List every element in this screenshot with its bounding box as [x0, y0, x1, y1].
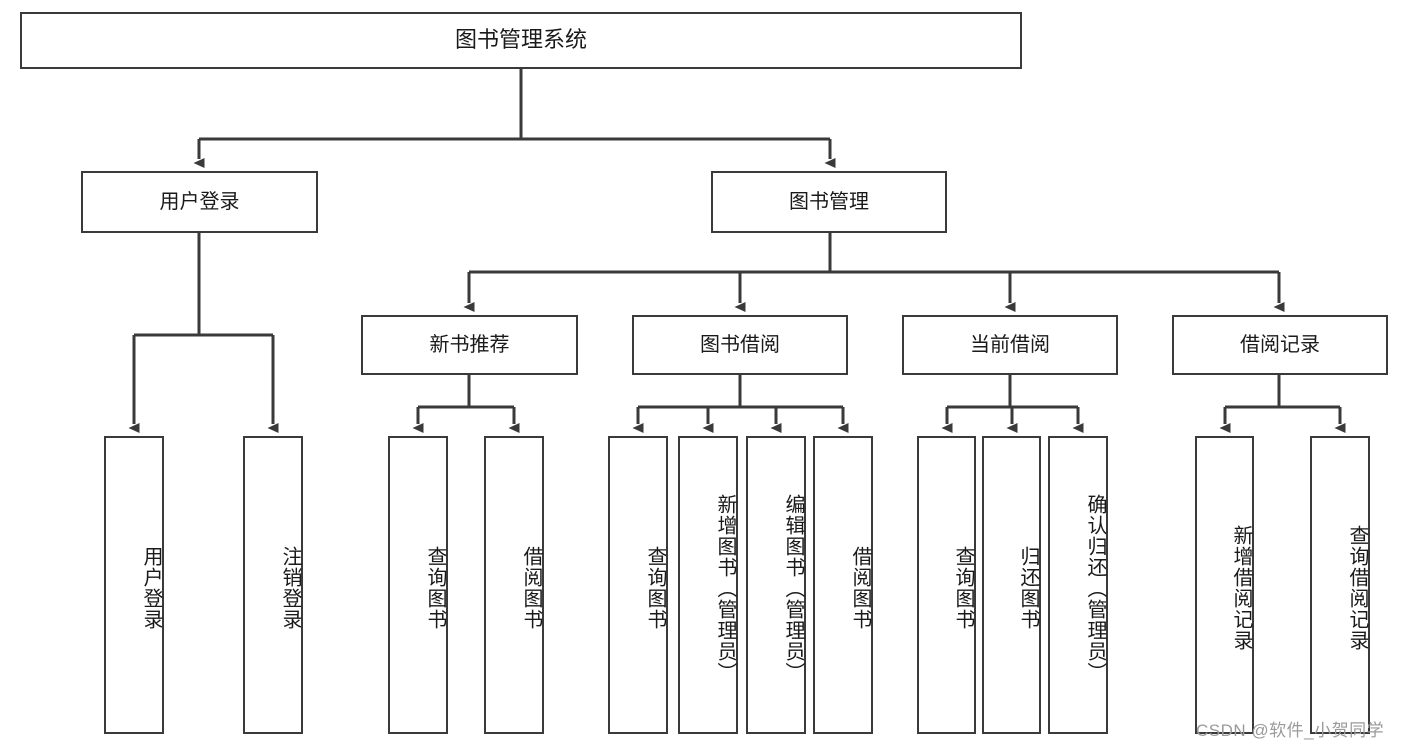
node-label: 注销登录 [279, 546, 301, 630]
node-leaf-borrow-book-1[interactable]: 借阅图书 [484, 436, 544, 734]
node-leaf-query-borrow-record[interactable]: 查询借阅记录 [1310, 436, 1370, 734]
node-label: 借阅图书 [520, 546, 542, 630]
node-label: 借阅图书 [849, 546, 871, 630]
node-label: 查询图书 [952, 546, 974, 630]
node-label: 当前借阅 [970, 333, 1050, 356]
node-leaf-confirm-return-admin[interactable]: 确认归还（管理员） [1048, 436, 1108, 734]
node-leaf-query-book-2[interactable]: 查询图书 [608, 436, 668, 734]
node-book-borrow[interactable]: 图书借阅 [632, 315, 848, 375]
node-leaf-logout[interactable]: 注销登录 [243, 436, 303, 734]
node-leaf-add-book-admin[interactable]: 新增图书（管理员） [678, 436, 738, 734]
node-leaf-add-borrow-record[interactable]: 新增借阅记录 [1195, 436, 1254, 734]
node-label: 查询图书 [644, 546, 666, 630]
node-leaf-query-book-1[interactable]: 查询图书 [388, 436, 448, 734]
node-label: 图书管理 [789, 190, 869, 213]
node-label: 借阅记录 [1240, 333, 1320, 356]
node-user-login[interactable]: 用户登录 [81, 171, 318, 233]
node-leaf-borrow-book-2[interactable]: 借阅图书 [813, 436, 873, 734]
node-label: 用户登录 [159, 190, 240, 213]
node-label: 查询借阅记录 [1346, 525, 1368, 651]
node-leaf-edit-book-admin[interactable]: 编辑图书（管理员） [746, 436, 806, 734]
node-leaf-user-login[interactable]: 用户登录 [104, 436, 164, 734]
node-label: 图书借阅 [700, 333, 780, 356]
node-label: 编辑图书（管理员） [782, 493, 804, 683]
node-root-title[interactable]: 图书管理系统 [20, 12, 1022, 69]
node-label: 用户登录 [140, 546, 162, 630]
node-leaf-return-book[interactable]: 归还图书 [982, 436, 1041, 734]
node-current-borrow[interactable]: 当前借阅 [902, 315, 1118, 375]
node-new-book-recommend[interactable]: 新书推荐 [361, 315, 578, 375]
node-label: 确认归还（管理员） [1084, 493, 1106, 683]
node-leaf-query-book-3[interactable]: 查询图书 [917, 436, 976, 734]
node-label: 查询图书 [424, 546, 446, 630]
node-label: 新书推荐 [429, 333, 510, 356]
node-borrow-record[interactable]: 借阅记录 [1172, 315, 1388, 375]
csdn-watermark: CSDN @软件_小贺同学 [1196, 721, 1385, 740]
node-label: 图书管理系统 [454, 27, 587, 53]
node-label: 新增图书（管理员） [714, 493, 736, 683]
node-book-management[interactable]: 图书管理 [711, 171, 947, 233]
node-label: 归还图书 [1017, 546, 1039, 630]
node-label: 新增借阅记录 [1230, 525, 1252, 651]
